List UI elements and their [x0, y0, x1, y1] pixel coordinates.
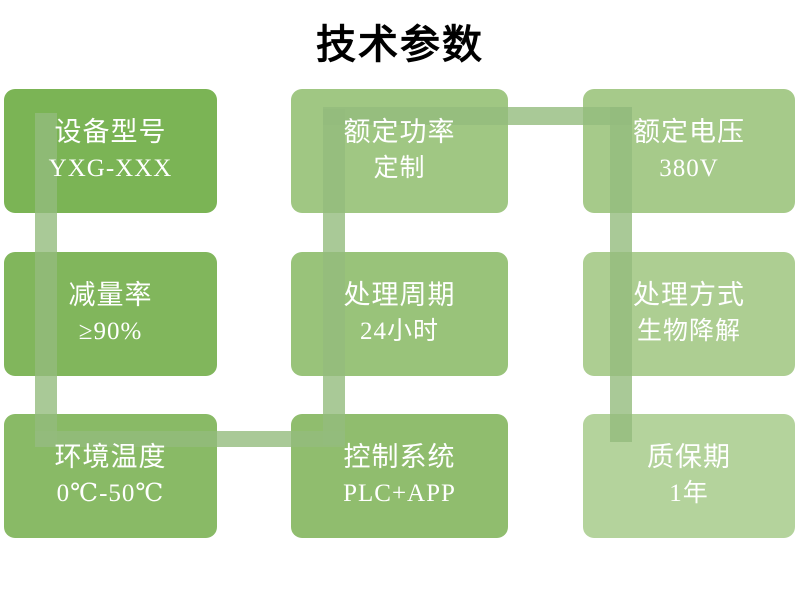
connector-segment-right-vertical [610, 107, 632, 442]
page-title: 技术参数 [316, 23, 484, 67]
param-value: 24小时 [359, 318, 439, 345]
param-value: ≥90% [78, 318, 143, 345]
param-label: 额定功率 [343, 117, 456, 147]
connector-segment-left-vertical [35, 113, 57, 447]
param-value: 生物降解 [636, 318, 741, 345]
param-label: 环境温度 [54, 442, 167, 472]
connector-segment-top-horizontal [323, 107, 632, 125]
param-label: 质保期 [647, 442, 731, 472]
param-label: 处理方式 [633, 280, 745, 310]
connector-segment-bottom-horizontal [35, 431, 345, 447]
param-value: 1年 [669, 480, 709, 507]
param-value: 380V [659, 155, 719, 182]
param-value: PLC+APP [343, 480, 456, 507]
param-value: 0℃-50℃ [56, 480, 165, 507]
param-label: 额定电压 [633, 117, 745, 147]
param-value: 定制 [373, 155, 426, 182]
param-value: YXG-XXX [48, 155, 173, 182]
param-label: 处理周期 [343, 280, 456, 310]
param-label: 减量率 [68, 280, 153, 310]
connector-segment-middle-vertical [323, 109, 345, 445]
param-label: 控制系统 [343, 442, 456, 472]
param-label: 设备型号 [54, 117, 167, 147]
